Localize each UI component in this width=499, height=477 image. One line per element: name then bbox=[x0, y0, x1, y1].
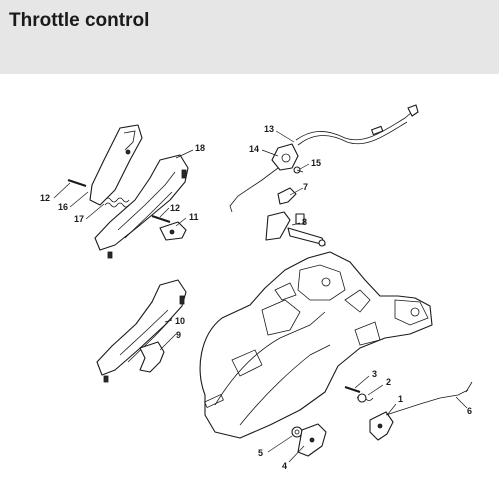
handle-molding-lower-part bbox=[96, 279, 187, 383]
throttle-lever-part bbox=[297, 423, 327, 457]
cable-holder-part bbox=[271, 143, 299, 171]
spring-part bbox=[356, 393, 374, 403]
pin-small-part bbox=[344, 386, 361, 393]
throttle-shaft-part bbox=[265, 211, 326, 247]
callout-11: 11 bbox=[189, 212, 199, 222]
pin-part bbox=[67, 179, 171, 223]
leader-lines bbox=[53, 130, 468, 463]
housing-part bbox=[199, 251, 433, 439]
throttle-trigger-part bbox=[139, 341, 165, 373]
bracket-part bbox=[277, 187, 297, 205]
callout-12-right: 12 bbox=[170, 203, 180, 213]
callout-15: 15 bbox=[311, 158, 321, 168]
throttle-rod-upper-part bbox=[229, 167, 279, 213]
callout-17: 17 bbox=[74, 214, 84, 224]
handle-molding-part bbox=[94, 154, 189, 259]
rear-handle-cover-part bbox=[89, 124, 143, 206]
callout-13: 13 bbox=[264, 124, 274, 134]
callout-10: 10 bbox=[175, 316, 185, 326]
throttle-cable-part bbox=[295, 104, 419, 146]
callout-7: 7 bbox=[303, 182, 308, 192]
screw-part bbox=[293, 166, 304, 174]
page-title: Throttle control bbox=[9, 10, 150, 31]
callout-3: 3 bbox=[372, 369, 377, 379]
callout-4: 4 bbox=[282, 461, 287, 471]
callout-9: 9 bbox=[176, 330, 181, 340]
torsion-spring-part bbox=[104, 197, 130, 208]
callout-2: 2 bbox=[386, 377, 391, 387]
header-bar: Throttle control bbox=[0, 0, 499, 74]
callout-5: 5 bbox=[258, 448, 263, 458]
callout-12-left: 12 bbox=[40, 193, 50, 203]
callout-1: 1 bbox=[398, 394, 403, 404]
throttle-rod-part bbox=[385, 381, 473, 416]
callout-14: 14 bbox=[249, 144, 259, 154]
callout-18: 18 bbox=[195, 143, 205, 153]
cylinder-bush-part bbox=[291, 426, 303, 438]
exploded-parts-diagram: 1 2 3 4 5 6 7 8 9 10 11 12 12 13 14 15 1… bbox=[40, 104, 473, 471]
interlock-lever-part bbox=[159, 221, 187, 241]
callout-8: 8 bbox=[302, 217, 307, 227]
callout-16: 16 bbox=[58, 202, 68, 212]
lever-part bbox=[369, 411, 394, 441]
callout-6: 6 bbox=[467, 406, 472, 416]
